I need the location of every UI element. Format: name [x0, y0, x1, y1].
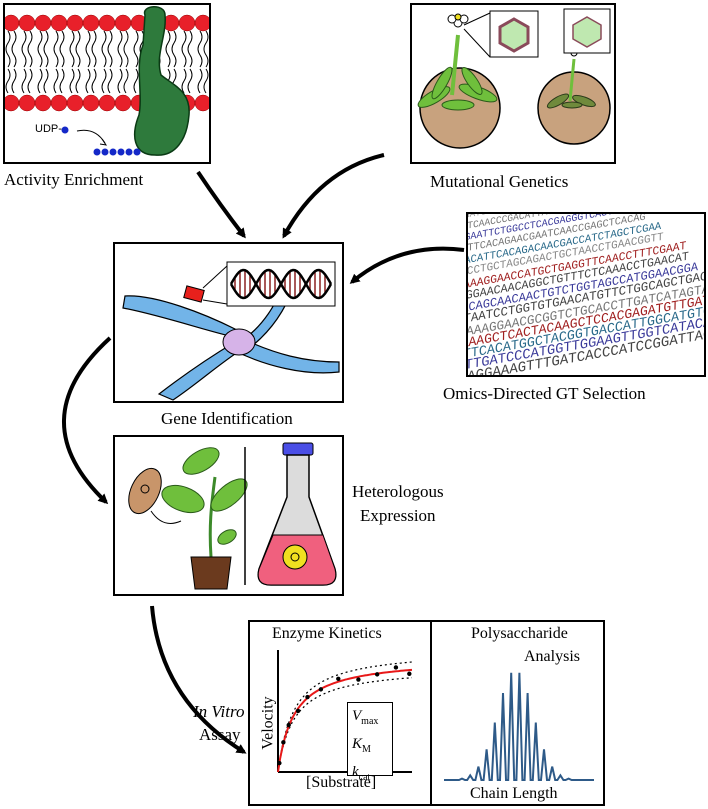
lipid-head: [82, 14, 100, 32]
centromere: [222, 328, 256, 356]
kinetic-param: KM: [352, 736, 371, 755]
polysaccharide-title-2: Analysis: [524, 648, 580, 665]
chromosome-arm-1: [122, 295, 245, 340]
chromatogram-trace: [444, 672, 594, 781]
data-point: [407, 671, 412, 676]
udp-sugar-dot: [61, 126, 69, 134]
enzyme-kinetics-title: Enzyme Kinetics: [272, 625, 382, 642]
polysaccharide-dot: [109, 148, 117, 156]
arrow-omics-to-gene: [349, 246, 465, 284]
data-point: [277, 760, 282, 766]
heterologous-expression-label-2: Expression: [360, 506, 436, 525]
kinetic-param: kcat: [352, 764, 371, 783]
flask-cap: [282, 442, 314, 456]
lipid-head: [50, 14, 68, 32]
lipid-head: [178, 14, 196, 32]
mutational-genetics-panel: [410, 3, 616, 164]
membrane-illustration: [5, 6, 209, 156]
plant-leaf: [161, 484, 205, 514]
data-point: [356, 677, 361, 682]
arrow-gene-to-expression: [62, 336, 112, 505]
yeast-cell: [282, 544, 308, 570]
lipid-head: [34, 94, 52, 112]
heterologous-expression-panel: [113, 435, 344, 596]
chromatogram-plot: [444, 672, 594, 781]
polysaccharide-dot: [93, 148, 101, 156]
chromosome-illustration: [122, 261, 340, 401]
data-point: [281, 740, 286, 745]
activity-enrichment-panel: UDP-: [3, 3, 211, 164]
assay-label: Assay: [199, 725, 241, 744]
data-point: [336, 676, 341, 681]
chain-length-label: Chain Length: [470, 785, 558, 802]
polysaccharide-dot: [133, 148, 141, 156]
plant-pot: [190, 556, 232, 590]
lipid-head: [194, 14, 209, 32]
lipid-head: [5, 94, 20, 112]
lipid-head: [194, 94, 209, 112]
polysaccharide-dot: [117, 148, 125, 156]
lipid-head: [18, 94, 36, 112]
gene-marker: [183, 285, 205, 303]
polysaccharide-dot: [125, 148, 133, 156]
lipid-head: [18, 14, 36, 32]
gene-identification-panel: [113, 242, 344, 403]
substrate-axis-label: [Substrate]: [306, 774, 377, 791]
arrow-mutational-to-gene: [282, 153, 385, 239]
kinetic-param: Vmax: [352, 708, 379, 727]
data-point: [305, 694, 310, 700]
expression-illustration: [128, 442, 337, 590]
transmembrane-protein: [133, 6, 190, 156]
lipid-head: [66, 94, 84, 112]
gene-identification-label: Gene Identification: [161, 409, 293, 428]
fit-curve: [277, 668, 413, 773]
data-point: [286, 722, 291, 728]
sequence-block: TCCTACATGAGACCTGCTAAGCCAATGTGAACCTACTAGA…: [468, 214, 704, 375]
omics-label: Omics-Directed GT Selection: [443, 384, 646, 403]
lipid-head: [50, 94, 68, 112]
heterologous-expression-label-1: Heterologous: [352, 482, 444, 501]
assay-results-panel: Enzyme Kinetics Velocity [Substrate] Vma…: [248, 620, 605, 806]
plant-mutant-illustration: [417, 8, 611, 149]
lipid-head: [34, 14, 52, 32]
data-point: [393, 665, 399, 670]
kinetics-plot: [277, 650, 413, 773]
arrow-activity-to-gene: [196, 170, 246, 239]
lipid-head: [98, 94, 116, 112]
lipid-head: [98, 14, 116, 32]
lipid-head: [66, 14, 84, 32]
data-point: [374, 672, 380, 677]
agrobacterium: [128, 467, 162, 515]
mutational-genetics-label: Mutational Genetics: [430, 172, 569, 191]
in-vitro-label: In Vitro: [193, 702, 245, 721]
data-point: [295, 708, 301, 714]
omics-sequence-panel: TCCTACATGAGACCTGCTAAGCCAATGTGAACCTACTAGA…: [466, 212, 706, 377]
data-point: [318, 687, 324, 692]
lipid-head: [82, 94, 100, 112]
polysaccharide-dot: [101, 148, 109, 156]
udp-substrate-label: UDP-: [35, 123, 62, 135]
lipid-head: [114, 94, 132, 112]
activity-enrichment-label: Activity Enrichment: [4, 170, 144, 189]
lipid-head: [5, 14, 20, 32]
lipid-head: [114, 14, 132, 32]
polysaccharide-title-1: Polysaccharide: [471, 625, 568, 642]
